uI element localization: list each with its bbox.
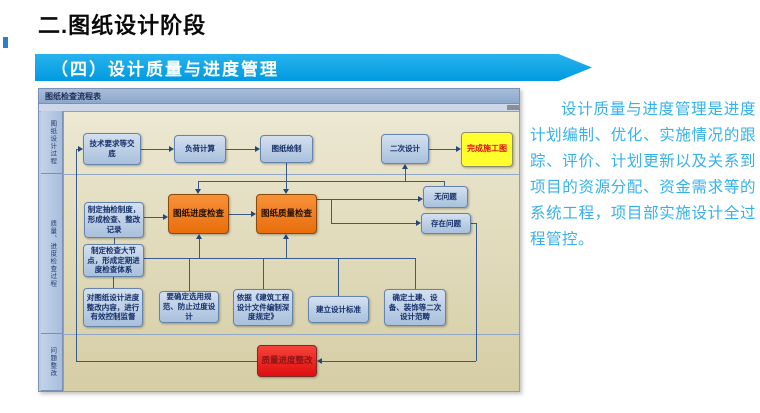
node-rectification: 质量进度整改 [257, 345, 317, 377]
connector-line [144, 258, 415, 259]
connector-line [199, 239, 200, 258]
node-finish-drawing: 完成施工图 [461, 132, 513, 167]
sidebar-label: 质量、进度检查过程 [48, 219, 56, 288]
connector-line [286, 163, 287, 181]
node-standard-selection: 要确定选用规范、防止过度设计 [159, 291, 219, 323]
sidebar-row-check: 质量、进度检查过程 [41, 174, 63, 334]
arrow-down-icon [283, 189, 289, 194]
flowchart-panel: 图纸检查流程表 图纸设计过程 质量、进度检查过程 问题整改 技术要求等交底 负荷… [38, 88, 520, 392]
connector-line [429, 149, 456, 150]
connector-line [189, 258, 190, 291]
node-has-problem: 存在问题 [421, 213, 471, 234]
connector-line [76, 149, 77, 361]
row-divider [63, 174, 519, 175]
arrow-right-icon [255, 146, 260, 152]
sidebar-label: 问题整改 [48, 347, 56, 377]
connector-line [263, 258, 264, 289]
connector-line [331, 199, 332, 223]
sidebar-row-rectify: 问题整改 [41, 334, 63, 391]
node-secondary-scope: 确定土建、设备、装饰等二次设计范畴 [384, 289, 446, 326]
page-title: 二.图纸设计阶段 [38, 13, 207, 38]
connector-line [113, 277, 114, 288]
connector-line [198, 181, 199, 189]
node-milestone-system: 制定检查大节点，形成定期进度检查体系 [83, 244, 144, 277]
arrow-up-icon [402, 164, 408, 169]
connector-line [415, 258, 416, 289]
node-secondary-design: 二次设计 [381, 134, 429, 164]
arrow-right-icon [251, 211, 256, 217]
arrow-right-icon [78, 146, 83, 152]
connector-line [114, 238, 115, 244]
connector-line [286, 239, 287, 258]
connector-line [76, 361, 257, 362]
flowchart-inner-border [63, 111, 520, 392]
flowchart-title-bar: 图纸检查流程表 [39, 89, 519, 104]
section-banner: （四）设计质量与进度管理 [35, 54, 592, 81]
corner-tag [507, 105, 519, 110]
connector-line [141, 149, 169, 150]
section-banner-label: （四）设计质量与进度管理 [51, 60, 279, 79]
arrow-up-icon [196, 234, 202, 239]
connector-line [444, 181, 445, 186]
node-load-calc: 负荷计算 [174, 135, 226, 163]
node-drawing: 图纸绘制 [260, 135, 313, 163]
node-progress-check: 图纸进度检查 [168, 194, 229, 234]
arrow-up-icon [283, 234, 289, 239]
node-no-problem: 无问题 [423, 186, 468, 208]
node-design-standard: 建立设计标准 [308, 296, 369, 323]
connector-line [317, 199, 418, 200]
connector-line [76, 149, 78, 150]
arrow-down-icon [195, 189, 201, 194]
connector-line [471, 223, 476, 224]
connector-line [229, 214, 251, 215]
connector-line [331, 223, 416, 224]
connector-line [198, 181, 444, 182]
sidebar-label: 图纸设计过程 [48, 119, 56, 165]
arrow-right-icon [163, 214, 168, 220]
node-depth-regulation: 依据《建筑工程设计文件编制深度规定》 [233, 289, 293, 326]
arrow-right-icon [418, 196, 423, 202]
connector-line [286, 181, 287, 189]
connector-line [476, 223, 477, 361]
arrow-right-icon [169, 146, 174, 152]
description-paragraph: 设计质量与进度管理是进度计划编制、优化、实施情况的跟踪、评价、计划更新以及关系到… [530, 101, 756, 248]
connector-line [338, 258, 339, 296]
sidebar-row-design: 图纸设计过程 [41, 111, 63, 174]
node-quality-check: 图纸质量检查 [256, 194, 317, 234]
connector-line [226, 149, 255, 150]
edge-decoration [3, 37, 8, 48]
node-tech-briefing: 技术要求等交底 [83, 133, 141, 165]
flowchart-title: 图纸检查流程表 [45, 91, 101, 101]
node-sampling-system: 制定抽检制度，形成检查、整改记录 [84, 202, 144, 238]
row-divider [63, 334, 519, 335]
arrow-left-icon [317, 358, 322, 364]
connector-line [322, 361, 476, 362]
connector-line [144, 217, 163, 218]
node-supervision: 对图纸设计进度整改内容，进行有效控制监督 [83, 288, 143, 327]
connector-line [405, 169, 406, 181]
arrow-right-icon [416, 220, 421, 226]
arrow-right-icon [456, 146, 461, 152]
